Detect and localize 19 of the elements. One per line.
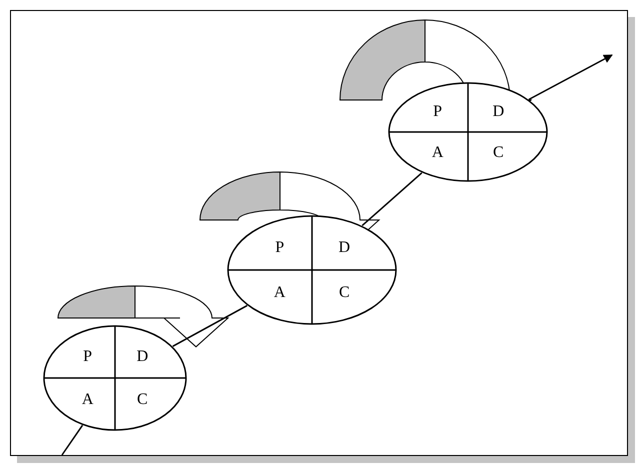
quadrant-letter: D — [492, 103, 504, 121]
pdca-ellipse — [388, 82, 548, 182]
quadrant-letter: A — [432, 144, 444, 162]
quadrant-letter: A — [274, 284, 286, 302]
pdca-ellipse — [227, 215, 397, 325]
connector-line — [528, 54, 613, 100]
quadrant-letter: D — [136, 348, 148, 366]
quadrant-letter: D — [338, 239, 350, 257]
quadrant-letter: A — [82, 391, 94, 410]
quadrant-letter: P — [433, 103, 442, 121]
quadrant-letter: C — [493, 144, 504, 162]
quadrant-letter: C — [137, 391, 148, 410]
connector-line — [172, 304, 248, 347]
quadrant-letter: C — [338, 284, 350, 302]
pdca-ellipse — [43, 325, 187, 431]
quadrant-letter: P — [83, 348, 92, 366]
connector-line — [61, 424, 84, 456]
quadrant-letter: P — [275, 239, 284, 257]
connector-line — [362, 172, 422, 226]
